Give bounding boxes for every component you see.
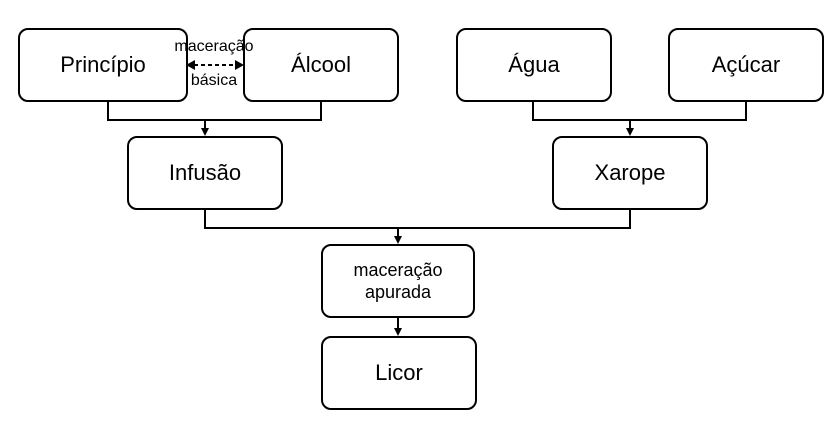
- node-xarope: Xarope: [552, 136, 708, 210]
- infusao-xarope-connector: [204, 210, 631, 244]
- node-acucar: Açúcar: [668, 28, 824, 102]
- maceracao-basica-arrow: [186, 60, 244, 70]
- node-alcool: Álcool: [243, 28, 399, 102]
- node-licor: Licor: [321, 336, 477, 410]
- node-infusao: Infusão: [127, 136, 283, 210]
- agua-acucar-connector: [532, 101, 747, 136]
- node-maceracao-apurada-line2: apurada: [364, 282, 432, 302]
- node-agua: Água: [456, 28, 612, 102]
- label-maceracao-basica-line1: maceração: [174, 38, 254, 55]
- node-maceracao-apurada: maceração apurada: [321, 244, 475, 318]
- label-maceracao-basica-line2: básica: [190, 72, 238, 89]
- node-principio: Princípio: [18, 28, 188, 102]
- node-maceracao-apurada-line1: maceração: [353, 260, 443, 280]
- principio-alcool-connector: [107, 101, 322, 136]
